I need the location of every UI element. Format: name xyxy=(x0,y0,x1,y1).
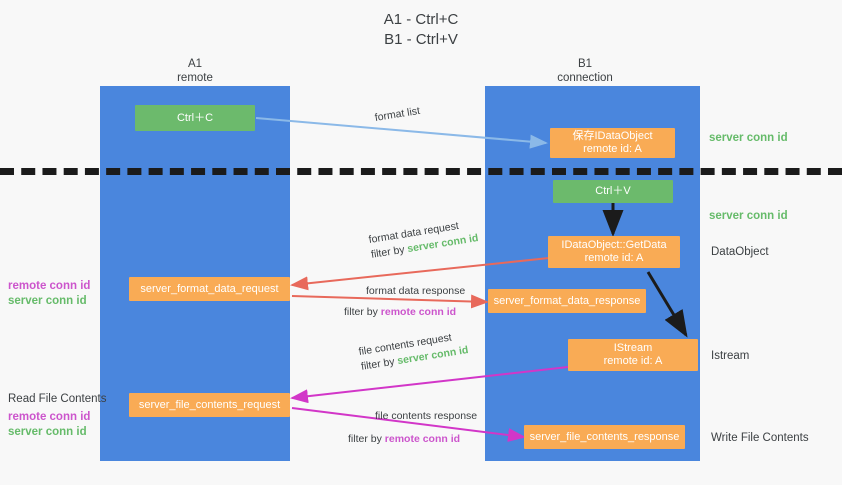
edge-label-format-list-text: format list xyxy=(373,104,421,124)
edge-label-format-data-response-prefix: filter by xyxy=(344,306,381,318)
page-title: A1 - Ctrl+C B1 - Ctrl+V xyxy=(383,11,459,48)
note-group-conn-ids-upper: remote conn id server conn id xyxy=(8,279,90,309)
box-idataobject-getdata-title: IDataObject::GetData xyxy=(561,239,667,251)
column-header-b1: B1 connection xyxy=(557,58,613,84)
edge-label-file-contents-response-filter: remote conn id xyxy=(384,433,461,445)
column-header-a1: A1 remote xyxy=(177,58,213,84)
box-ctrl-v[interactable]: Ctrl＋V xyxy=(553,180,673,203)
edge-label-file-contents-response-prefix: filter by xyxy=(348,433,385,445)
edge-label-format-list: format list xyxy=(374,104,421,126)
dashed-divider xyxy=(0,168,842,175)
edge-label-format-data-response-filter: remote conn id xyxy=(380,306,457,318)
box-server-format-data-response[interactable]: server_format_data_response xyxy=(488,289,646,313)
note-server-conn-id-second: server conn id xyxy=(709,210,788,222)
note-server-conn-id-lower: server conn id xyxy=(8,426,87,438)
edge-label-file-contents-request: file contents request filter by server c… xyxy=(358,328,470,375)
note-dataobject: DataObject xyxy=(711,246,769,258)
box-istream-sub: remote id: A xyxy=(603,355,663,367)
note-remote-conn-id-upper: remote conn id xyxy=(8,280,91,292)
box-idataobject-saved-sub: remote id: A xyxy=(583,143,642,155)
box-idataobject-getdata-sub: remote id: A xyxy=(584,252,644,264)
note-server-conn-id-top: server conn id xyxy=(709,132,788,144)
note-remote-conn-id-lower: remote conn id xyxy=(8,411,91,423)
box-istream-title: IStream xyxy=(613,342,653,354)
note-group-conn-ids-lower: remote conn id server conn id xyxy=(8,410,90,440)
box-istream[interactable]: IStream remote id: A xyxy=(568,339,698,371)
edge-label-file-contents-response-text: file contents response xyxy=(375,410,478,422)
box-server-file-contents-request-title: server_file_contents_request xyxy=(138,398,281,411)
edge-label-format-data-response-text: format data response xyxy=(366,285,466,297)
box-server-file-contents-response[interactable]: server_file_contents_response xyxy=(524,425,685,449)
note-write-file-contents: Write File Contents xyxy=(711,432,809,444)
note-read-file-contents: Read File Contents xyxy=(8,393,107,405)
box-server-file-contents-response-title: server_file_contents_response xyxy=(529,430,680,443)
box-server-file-contents-request[interactable]: server_file_contents_request xyxy=(129,393,290,417)
box-ctrl-v-title: Ctrl＋V xyxy=(595,185,631,197)
note-server-conn-id-upper: server conn id xyxy=(8,295,87,307)
box-server-format-data-request[interactable]: server_format_data_request xyxy=(129,277,290,301)
edge-label-file-contents-response: file contents response filter by remote … xyxy=(348,409,478,447)
edge-label-format-data-response: format data response filter by remote co… xyxy=(344,284,466,320)
box-server-format-data-response-title: server_format_data_response xyxy=(493,294,641,307)
box-ctrl-c[interactable]: Ctrl＋C xyxy=(135,105,255,131)
edge-label-format-data-request: format data request filter by server con… xyxy=(368,216,480,263)
box-idataobject-saved[interactable]: 保存IDataObject remote id: A xyxy=(550,128,675,158)
box-idataobject-getdata[interactable]: IDataObject::GetData remote id: A xyxy=(548,236,680,268)
box-ctrl-c-title: Ctrl＋C xyxy=(176,111,214,124)
note-istream: Istream xyxy=(711,350,750,362)
box-idataobject-saved-title: 保存IDataObject xyxy=(572,130,653,142)
box-server-format-data-request-title: server_format_data_request xyxy=(140,282,279,295)
